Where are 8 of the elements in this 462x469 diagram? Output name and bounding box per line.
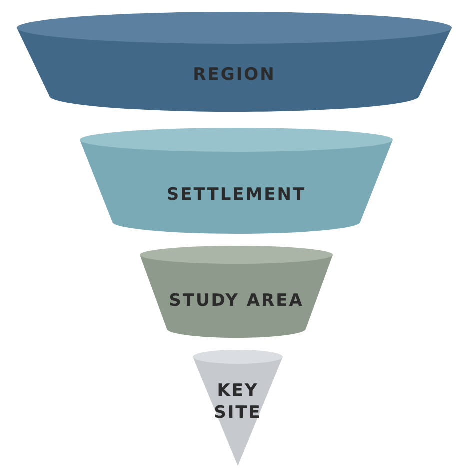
segment-label: KEY SITE <box>213 380 263 424</box>
funnel-segment <box>140 246 333 338</box>
funnel-segment <box>80 128 393 234</box>
segment-label: REGION <box>192 64 277 86</box>
segment-label: STUDY AREA <box>168 290 305 312</box>
funnel-segment <box>17 12 452 112</box>
funnel-segment <box>193 350 283 466</box>
segment-label: SETTLEMENT <box>166 184 308 206</box>
